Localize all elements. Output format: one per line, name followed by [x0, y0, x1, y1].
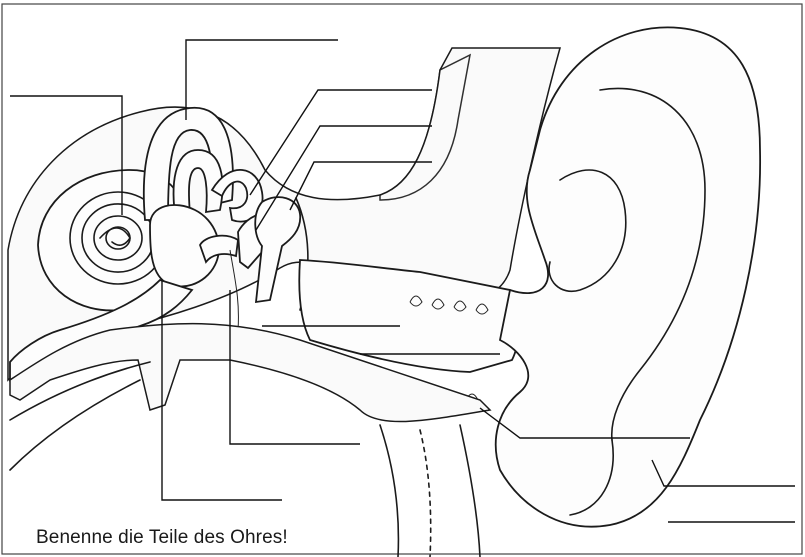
caption: Benenne die Teile des Ohres!	[36, 527, 288, 549]
